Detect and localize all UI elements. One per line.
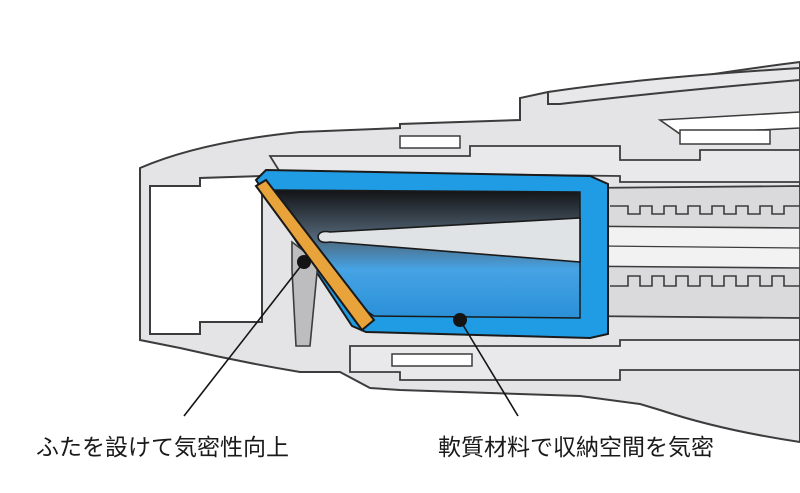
pen-tip-needle: [317, 217, 581, 263]
core-divider: [599, 245, 800, 249]
nose-inner-outline: [149, 174, 263, 335]
callout-dot-lid: [297, 255, 311, 269]
upper-step-1: [399, 135, 461, 149]
callout-line-soft-material: [459, 319, 519, 417]
callout-label-soft-material: 軟質材料で収納空間を気密: [438, 435, 714, 461]
lower-step-1: [391, 353, 473, 367]
spring-lower: [610, 275, 800, 287]
upper-step-2: [679, 129, 771, 145]
lid: [254, 178, 376, 332]
callout-dot-soft-material: [453, 313, 467, 327]
clip-inner: [657, 111, 800, 135]
lower-rail: [349, 339, 800, 381]
callout-label-lid: ふたを設けて気密性向上: [36, 435, 289, 461]
spring-upper: [610, 205, 800, 215]
callout-line-lid: [183, 261, 305, 417]
